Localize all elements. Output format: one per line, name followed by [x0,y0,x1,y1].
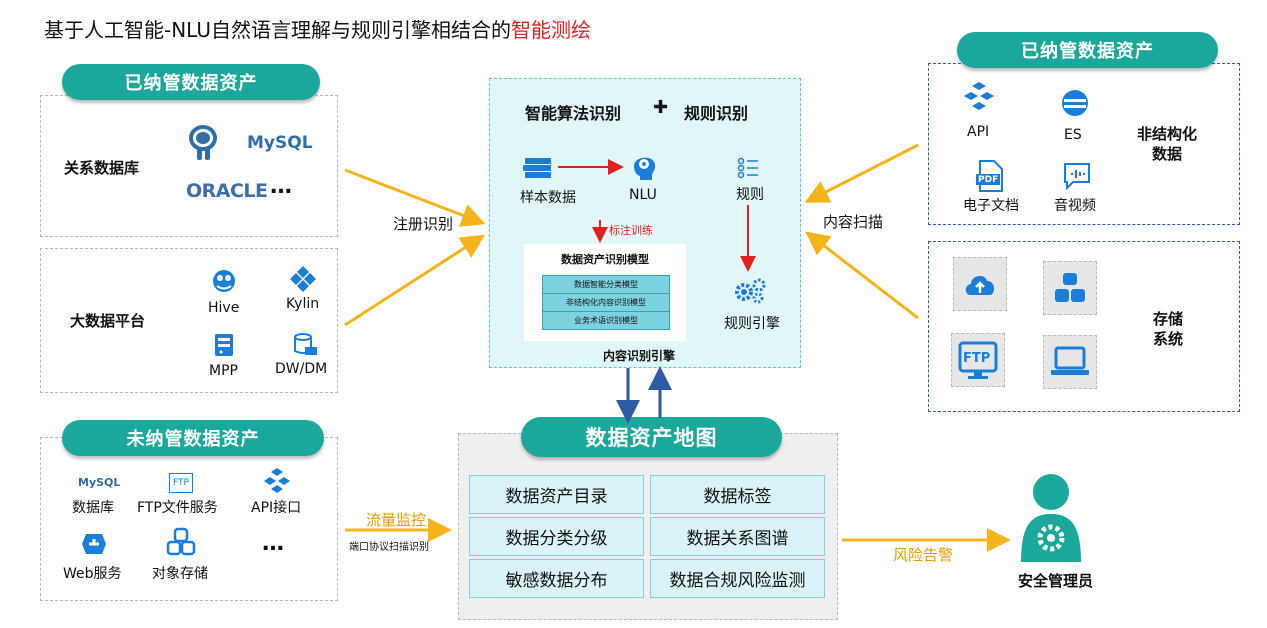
rules-list-icon [736,156,760,180]
sample-data-label: 样本数据 [520,190,576,206]
api-small-icon [262,466,292,496]
storage-box [928,241,1240,412]
rule-engine-label: 规则引擎 [724,316,780,332]
asset-map-title: 数据资产地图 [521,417,782,457]
mpp-icon [212,332,236,358]
laptop-icon [1043,335,1097,389]
unstructured-label-1: 非结构化 [1137,125,1198,143]
arrow-relational-to-engine [344,168,486,227]
algo-heading: 智能算法识别 [525,104,622,123]
page-title: 基于人工智能-NLU自然语言理解与规则引擎相结合的智能测绘 [44,14,591,43]
mysql-small-logo: MySQL [78,476,121,489]
arrow-bigdata-to-engine [344,234,486,327]
content-scan-label: 内容扫描 [823,213,884,231]
cloud-upload-icon [953,257,1007,311]
map-cell: 敏感数据分布 [469,559,644,598]
rule-heading: 规则识别 [684,104,749,123]
more-dbs-ellipsis: … [270,174,292,199]
ftp-server-icon: FTP [951,333,1005,387]
left-managed-pill: 已纳管数据资产 [62,64,320,100]
arrow-unstructured-to-engine [804,143,919,203]
audio-video-icon [1063,162,1091,190]
mysql-logo: MySQL [247,133,313,153]
web-service-icon [80,530,108,558]
hive-label: Hive [208,300,240,316]
oracle-logo: ORACLE [186,180,268,202]
right-managed-pill: 已纳管数据资产 [957,32,1218,68]
security-admin-icon [1018,472,1084,564]
nlu-label: NLU [629,187,657,203]
engine-label: 内容识别引擎 [603,349,676,363]
db-label: 数据库 [72,500,114,516]
map-cell: 数据资产目录 [469,475,644,514]
storage-label-1: 存储 [1153,310,1184,328]
database-cluster-icon [1043,261,1097,315]
unstructured-label-2: 数据 [1152,145,1183,163]
traffic-label: 流量监控 [366,511,427,529]
title-text: 基于人工智能-NLU自然语言理解与规则引擎相结合的 [44,18,511,42]
ftp-badge: FTP [963,351,991,366]
brain-head-icon [628,150,660,182]
storage-label-2: 系统 [1153,330,1184,348]
map-cell: 数据标签 [650,475,825,514]
bigdata-box [40,248,338,393]
mpp-label: MPP [209,363,238,379]
map-cell: 数据合规风险监测 [650,559,825,598]
left-unmanaged-pill: 未纳管数据资产 [62,420,324,456]
dwdm-label: DW/DM [275,361,328,377]
web-service-label: Web服务 [63,566,122,582]
api-label: API [967,124,990,140]
es-icon [1060,88,1090,118]
model-title: 数据资产识别模型 [561,253,649,266]
register-label: 注册识别 [393,215,454,233]
relational-db-label: 关系数据库 [64,159,140,177]
arrow-storage-to-engine [805,231,919,320]
plus-icon: ✚ [653,97,669,118]
rules-label: 规则 [736,187,764,203]
title-highlight: 智能测绘 [510,18,591,42]
recognition-model-box: 数据资产识别模型 数据智能分类模型 非结构化内容识别模型 业务术语识别模型 [524,244,686,341]
hive-icon [209,266,239,296]
more-unmanaged-ellipsis: … [262,531,284,556]
pdf-icon: PDF [976,160,1004,192]
postgresql-icon [186,122,220,162]
object-storage-label: 对象存储 [152,566,208,582]
gears-icon [734,276,768,304]
risk-alert-label: 风险告警 [893,546,954,564]
kylin-label: Kylin [286,296,320,312]
bigdata-label: 大数据平台 [70,312,146,330]
map-cell: 数据关系图谱 [650,517,825,556]
av-label: 音视频 [1054,198,1096,214]
dwdm-icon [292,332,318,358]
books-icon [521,155,555,181]
api-port-label: API接口 [251,500,302,516]
es-label: ES [1064,127,1082,143]
ftp-service-label: FTP文件服务 [137,500,218,516]
security-admin-label: 安全管理员 [1018,572,1094,590]
model-row: 业务术语识别模型 [542,311,670,330]
pdf-doc-label: 电子文档 [963,198,1019,214]
label-train-label: 标注训练 [609,224,653,237]
api-icon [962,80,996,114]
pdf-badge: PDF [978,175,999,185]
map-cell: 数据分类分级 [469,517,644,556]
object-storage-icon [166,527,196,557]
kylin-icon [288,264,318,294]
ftp-small-icon: FTP [169,473,193,493]
port-scan-label: 端口协议扫描识别 [349,542,429,553]
